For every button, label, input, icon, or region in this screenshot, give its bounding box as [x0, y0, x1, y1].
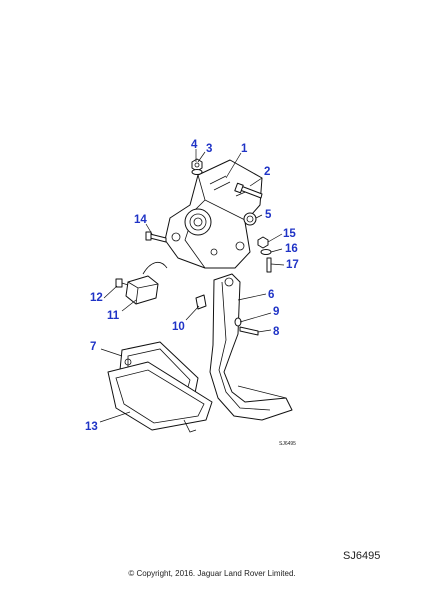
screw-12	[115, 278, 129, 288]
washer-4	[191, 169, 203, 175]
seal-13	[107, 361, 213, 433]
brake-pedal-arm	[209, 273, 293, 421]
nut-15	[257, 236, 269, 249]
diagram-code: SJ6495	[279, 441, 296, 447]
callout-13: 13	[85, 421, 98, 433]
grommet-5	[243, 212, 257, 226]
bolt-8	[239, 326, 259, 336]
callout-9: 9	[273, 306, 279, 318]
callout-10: 10	[172, 321, 185, 333]
leader-lines	[99, 149, 285, 423]
stud-17	[266, 257, 272, 273]
callout-2: 2	[264, 166, 270, 178]
callout-11: 11	[107, 310, 120, 322]
callout-5: 5	[265, 209, 272, 221]
callout-14: 14	[134, 214, 147, 226]
callout-4: 4	[191, 139, 198, 151]
callout-7: 7	[90, 341, 96, 353]
bolt-14	[145, 231, 167, 243]
switch-11	[125, 261, 168, 305]
callout-6: 6	[268, 289, 274, 301]
callout-15: 15	[283, 228, 296, 240]
clip-10	[195, 294, 207, 310]
callout-16: 16	[285, 243, 298, 255]
reference-code: SJ6495	[343, 550, 381, 562]
washer-16	[260, 249, 272, 255]
callout-17: 17	[286, 259, 299, 271]
callout-1: 1	[241, 143, 248, 155]
nut-3	[191, 158, 203, 172]
bolt-2	[234, 182, 263, 199]
callout-8: 8	[273, 326, 280, 338]
callout-3: 3	[206, 143, 212, 155]
callout-12: 12	[90, 292, 103, 304]
copyright-notice: © Copyright, 2016. Jaguar Land Rover Lim…	[128, 569, 296, 578]
